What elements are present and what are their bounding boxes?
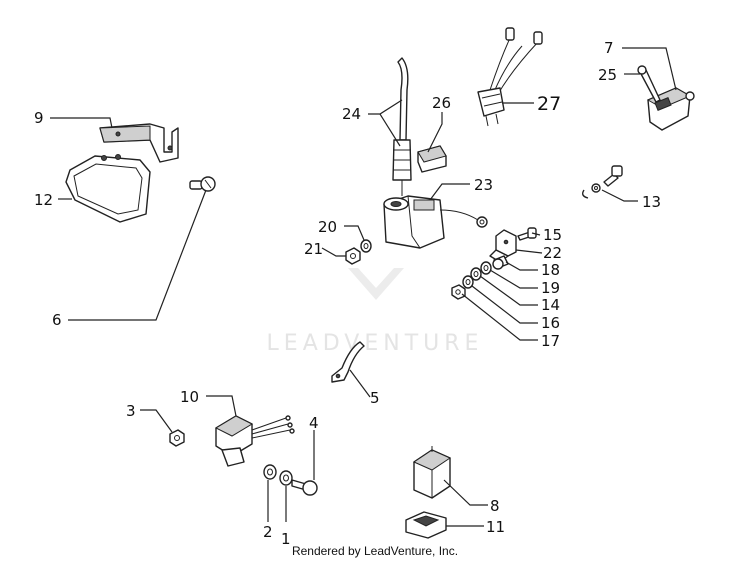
- callout-12[interactable]: 12: [34, 191, 53, 209]
- part-27-harness[interactable]: [477, 27, 543, 127]
- leader-24a: [368, 99, 403, 115]
- part-2-washer[interactable]: [263, 464, 277, 480]
- callout-23[interactable]: 23: [474, 176, 493, 194]
- part-21-nut[interactable]: [345, 247, 361, 265]
- leader-20: [344, 225, 365, 241]
- part-1-washer[interactable]: [279, 470, 293, 486]
- part-14-washer[interactable]: [470, 267, 482, 281]
- callout-18[interactable]: 18: [541, 261, 560, 279]
- part-17-nut[interactable]: [451, 284, 466, 300]
- footer-credit: Rendered by LeadVenture, Inc.: [291, 544, 459, 558]
- callout-4[interactable]: 4: [309, 414, 319, 432]
- leader-19: [489, 269, 538, 289]
- leader-17: [461, 293, 538, 341]
- callout-7[interactable]: 7: [604, 39, 614, 57]
- callout-26[interactable]: 26: [432, 94, 451, 112]
- part-4-bolt[interactable]: [291, 479, 318, 496]
- callout-5[interactable]: 5: [370, 389, 380, 407]
- part-11-holder[interactable]: [405, 511, 447, 539]
- part-5-clamp[interactable]: [331, 341, 365, 383]
- callout-9[interactable]: 9: [34, 109, 44, 127]
- part-9-bracket[interactable]: [99, 123, 179, 163]
- part-26-cap[interactable]: [417, 145, 447, 173]
- leader-15: [531, 232, 541, 236]
- leader-10: [206, 395, 237, 417]
- part-13-bolt-set[interactable]: [581, 165, 623, 199]
- leader-18: [505, 261, 538, 271]
- leader-5: [349, 369, 371, 398]
- callout-1[interactable]: 1: [281, 530, 291, 548]
- leader-14: [479, 275, 538, 306]
- part-3-nut[interactable]: [169, 429, 185, 447]
- callout-3[interactable]: 3: [126, 402, 136, 420]
- callout-22[interactable]: 22: [543, 244, 562, 262]
- part-25-screw[interactable]: [637, 65, 661, 103]
- leader-21: [321, 247, 346, 257]
- leader-3: [140, 409, 173, 433]
- callout-6[interactable]: 6: [52, 311, 62, 329]
- part-15-bolt[interactable]: [517, 227, 537, 241]
- leader-13: [601, 189, 638, 202]
- callout-10[interactable]: 10: [180, 388, 199, 406]
- leader-7: [622, 47, 677, 91]
- callout-25[interactable]: 25: [598, 66, 617, 84]
- watermark: LEADVENTURE: [267, 268, 484, 356]
- leader-23: [429, 183, 470, 201]
- part-24-cable[interactable]: [392, 57, 412, 196]
- leader-9: [50, 117, 113, 129]
- leader-26: [427, 112, 443, 153]
- leader-lines: [50, 47, 677, 527]
- part-19-washer[interactable]: [480, 261, 492, 275]
- part-23-coil[interactable]: [383, 195, 488, 249]
- callout-27[interactable]: 27: [537, 93, 561, 115]
- callout-2[interactable]: 2: [263, 523, 273, 541]
- callout-11[interactable]: 11: [486, 518, 505, 536]
- callout-13[interactable]: 13: [642, 193, 661, 211]
- leader-22: [515, 249, 543, 254]
- callout-15[interactable]: 15: [543, 226, 562, 244]
- part-16-washer[interactable]: [462, 275, 474, 289]
- part-18-spacer[interactable]: [492, 255, 509, 270]
- callout-17[interactable]: 17: [541, 332, 560, 350]
- part-10-regulator[interactable]: [214, 415, 295, 467]
- leader-8: [443, 479, 488, 506]
- callout-24[interactable]: 24: [342, 105, 361, 123]
- callout-labels: 9 12 6 24 26 27 7 25 13 23 20 21 15 22 1…: [34, 39, 661, 548]
- watermark-logo-icon: [348, 268, 404, 300]
- part-12-cover[interactable]: [65, 154, 151, 223]
- callout-8[interactable]: 8: [490, 497, 500, 515]
- watermark-text: LEADVENTURE: [267, 331, 484, 356]
- leader-16: [471, 285, 538, 324]
- callout-14[interactable]: 14: [541, 296, 560, 314]
- leader-24b: [379, 113, 401, 147]
- callout-20[interactable]: 20: [318, 218, 337, 236]
- part-8-relay[interactable]: [412, 446, 452, 499]
- part-20-washer[interactable]: [360, 239, 372, 253]
- part-6-screw[interactable]: [189, 176, 216, 192]
- callout-19[interactable]: 19: [541, 279, 560, 297]
- callout-21[interactable]: 21: [304, 240, 323, 258]
- callout-16[interactable]: 16: [541, 314, 560, 332]
- leader-6: [68, 189, 207, 321]
